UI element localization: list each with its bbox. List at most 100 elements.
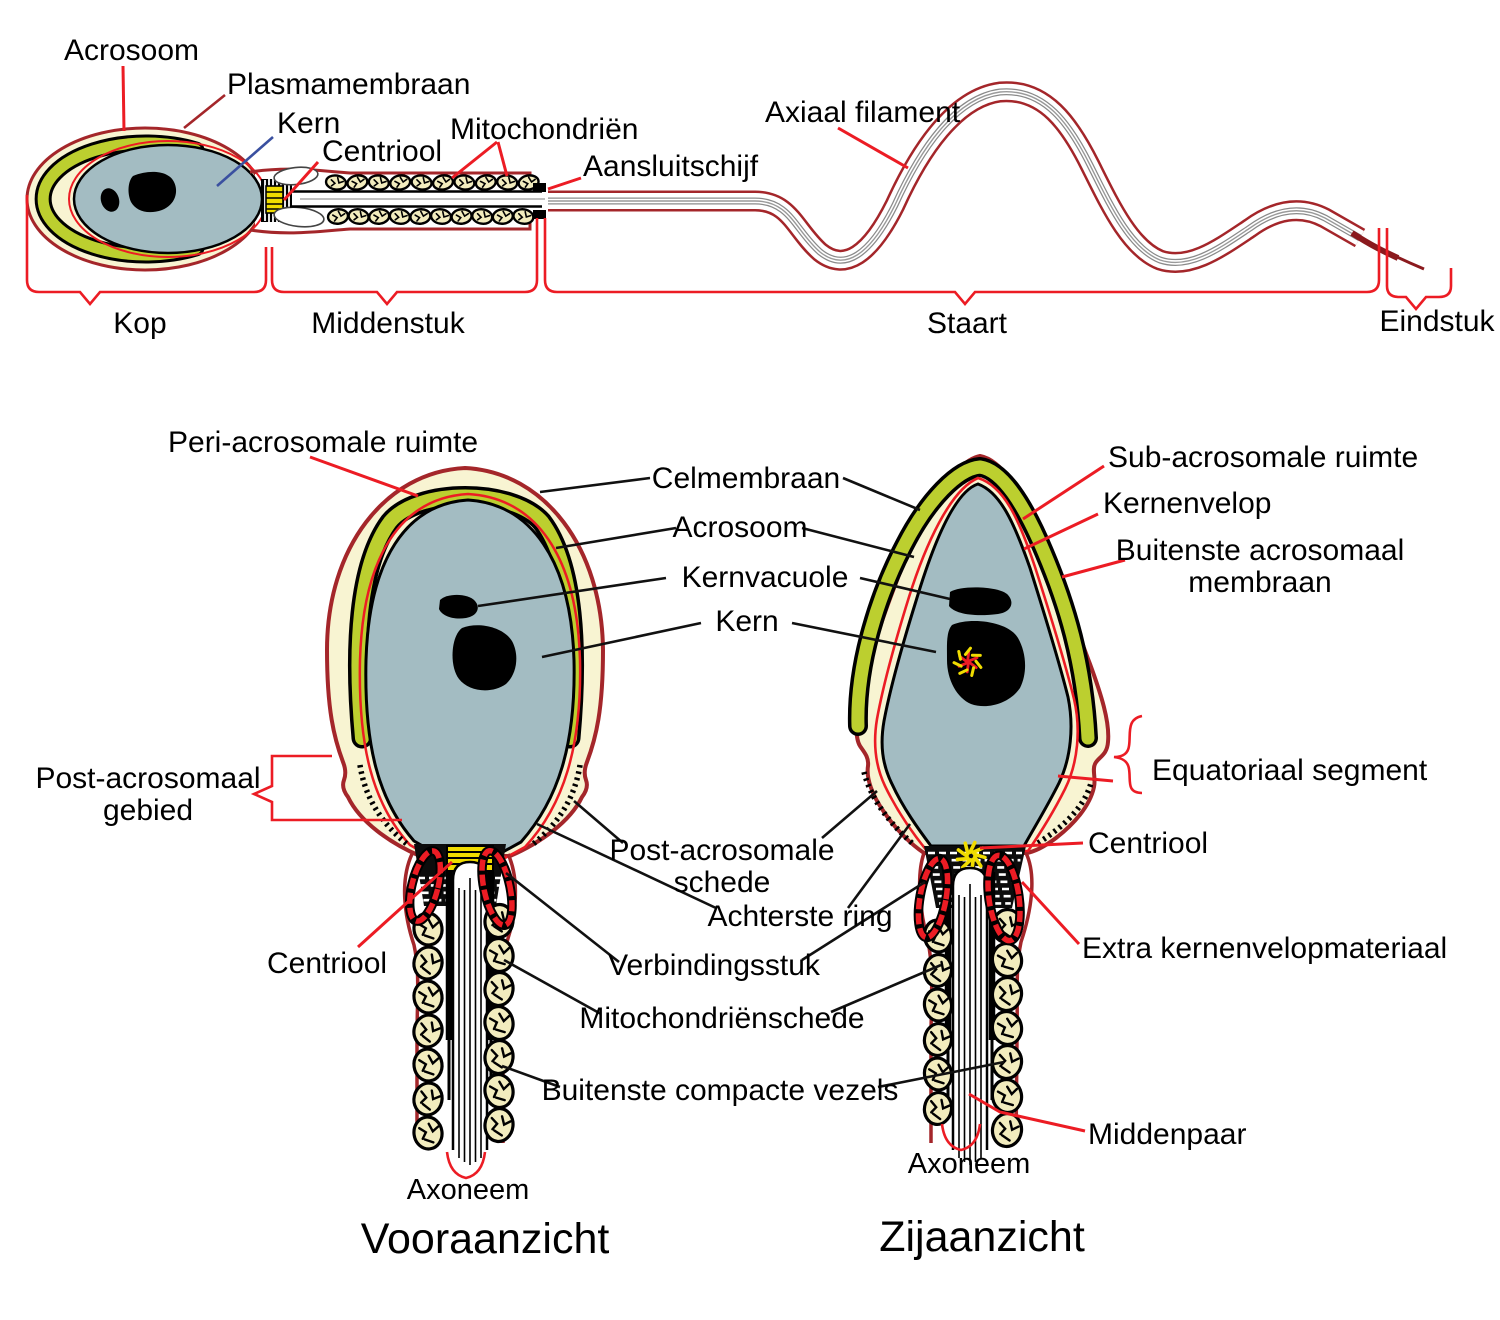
axiaal-filament-leader (837, 126, 909, 170)
kernvacuole-label: Kernvacuole (682, 561, 849, 594)
annulus-top (533, 183, 546, 192)
nuclear-vacuole-small (100, 188, 120, 212)
eindstuk-label: Eindstuk (1379, 305, 1495, 338)
front-postacrosomal-sheath-right (530, 764, 583, 848)
mitochondrion (517, 174, 540, 191)
middenstuk-label: Middenstuk (311, 307, 465, 340)
acrosoom2-leader-right (801, 526, 915, 559)
post-acrosomale-schede-label: Post-acrosomale (609, 834, 834, 867)
side-view-title: Zijaanzicht (879, 1213, 1085, 1261)
acrosoom-label: Acrosoom (64, 34, 199, 67)
staart-label: Staart (927, 307, 1008, 340)
side-axoneem-label: Axoneem (908, 1148, 1031, 1180)
front-axoneem-brace (445, 1151, 487, 1180)
verbindingsstuk-leader-left (505, 871, 620, 964)
achterste-ring-label: Achterste ring (707, 900, 892, 933)
side-axoneem-brace (940, 1123, 982, 1152)
mitochondrion (388, 208, 411, 225)
mitochondrion (431, 174, 455, 191)
mitochondrion (410, 174, 433, 191)
acrosoom-leader (121, 65, 126, 132)
kop-bracket (25, 195, 268, 307)
side-postacrosomal-sheath-left (861, 771, 914, 846)
side-kern-starburst (952, 646, 983, 677)
side-kern-blob (946, 621, 1026, 707)
acrosoom2-label: Acrosoom (672, 511, 807, 544)
mitochondrion (491, 208, 514, 225)
post-acrosomale-schede-label2: schede (674, 866, 771, 899)
mitochondrion (990, 1009, 1024, 1047)
kernenvelop-leader (1023, 512, 1099, 551)
mitochondrion (412, 1115, 444, 1151)
mitochondrion (324, 174, 348, 191)
extra-kernenvelopmateriaal-label: Extra kernenvelopmateriaal (1082, 932, 1447, 965)
plasmamembraan-label: Plasmamembraan (227, 68, 470, 101)
side-nuclear-envelope-loops (913, 850, 1025, 946)
peri-acrosomale-ruimte-label: Peri-acrosomale ruimte (168, 426, 478, 459)
front-view: Peri-acrosomale ruimte Post-acrosomaal g… (35, 426, 609, 1263)
post-acrosomaal-gebied-label2: gebied (103, 794, 193, 827)
mitochondrien-label: Mitochondriën (450, 113, 638, 146)
peri-acrosomale-leader (309, 455, 419, 498)
mitochondrion (389, 174, 412, 191)
mitochondrion (412, 945, 444, 981)
plasmamembraan-leader (183, 93, 226, 130)
mitochondrienschede-label: Mitochondriënschede (579, 1002, 864, 1035)
mitochondrion (347, 208, 370, 225)
mitochondrion (922, 1021, 954, 1058)
mitochondrion (367, 174, 390, 191)
equatoriaal-leader (1057, 774, 1114, 783)
kern-leader (216, 136, 274, 187)
kernvacuole-leader-left (477, 576, 667, 608)
eindstuk-bracket (1385, 228, 1453, 312)
annulus-bottom (533, 210, 546, 219)
vezels-leader-right (877, 1060, 1005, 1089)
front-view-title: Vooraanzicht (361, 1215, 610, 1263)
aansluitschijf-leader (547, 176, 582, 191)
kern2-leader-left (541, 621, 702, 659)
mitochondrion (453, 174, 476, 191)
tail-axial-filament (548, 81, 1425, 273)
front-axoneme-lines (458, 878, 482, 1165)
side-nuclear-vacuole (949, 587, 1012, 616)
side-centriool-label: Centriool (1088, 827, 1208, 860)
achterste-ring-leader-left (536, 822, 717, 910)
verbindingsstuk-leader-right (801, 880, 926, 962)
buitenste-compacte-vezels-label: Buitenste compacte vezels (542, 1074, 899, 1107)
mitochondrion (346, 174, 369, 191)
buitenste-acrosomaal-membraan-label: Buitenste acrosomaal (1116, 534, 1405, 567)
buitenste-acrosomaal-leader (1061, 558, 1126, 579)
mitochondrion (412, 1081, 444, 1117)
aansluitschijf-label: Aansluitschijf (583, 150, 759, 183)
mitochondrion (483, 1038, 515, 1076)
middenpaar-label: Middenpaar (1088, 1118, 1246, 1151)
front-centriool-leader (356, 860, 454, 949)
equatoriaal-brace (1113, 714, 1143, 795)
front-mitochondria (412, 902, 515, 1151)
post-acrosomaal-gebied-bracket (250, 754, 402, 822)
kern2-label: Kern (715, 605, 778, 638)
middenpaar-leader (968, 1092, 1086, 1133)
kern2-leader-right (791, 621, 937, 654)
sub-acrosomale-ruimte-label: Sub-acrosomale ruimte (1108, 441, 1418, 474)
buitenste-acrosomaal-membraan-label2: membraan (1188, 566, 1331, 599)
mitochondrion (922, 987, 954, 1023)
celmembraan-label: Celmembraan (652, 462, 840, 495)
kop-label: Kop (113, 307, 166, 340)
vezels-leader-left (501, 1064, 561, 1089)
nuclear-vacuole-large (128, 171, 177, 213)
post-acr-schede-leader-right (821, 790, 878, 839)
mitochondrion (412, 979, 444, 1015)
achterste-ring-leader-right (846, 823, 912, 909)
celmembraan-leader-right (842, 476, 921, 512)
centriool-label: Centriool (322, 135, 442, 168)
extra-kernenvelop-leader (1020, 880, 1081, 946)
mitochondrion (922, 1090, 954, 1127)
mitochondrien-leader (451, 140, 509, 180)
side-postacrosomal-sheath-right (1036, 777, 1095, 846)
centriool-leader (282, 160, 320, 202)
axiaal-filament-label: Axiaal filament (765, 96, 961, 129)
mitochondrion (922, 952, 954, 989)
front-centriool-label: Centriool (267, 947, 387, 980)
